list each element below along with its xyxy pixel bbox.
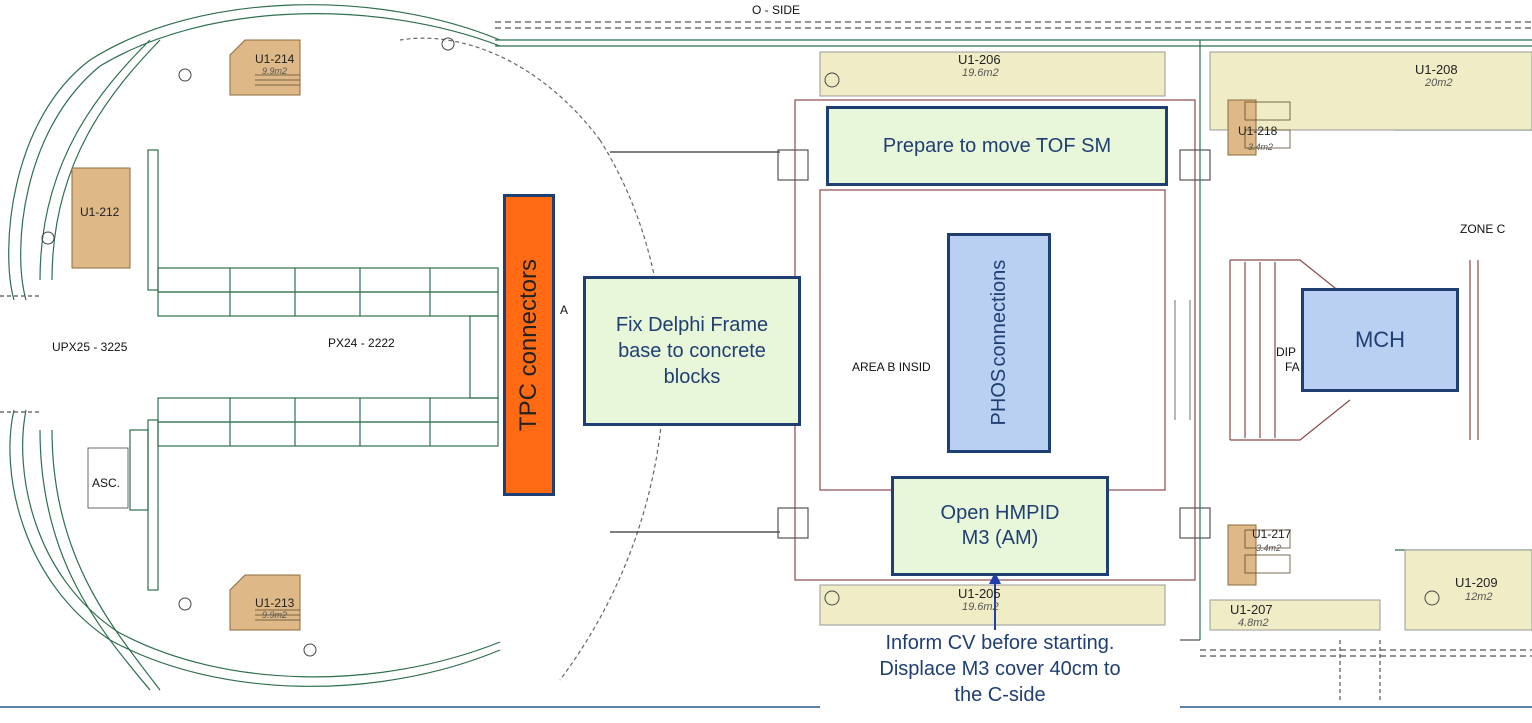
task-delphi-label: Fix Delphi Frame base to concrete blocks: [615, 314, 769, 388]
task-phos: PHOS connections: [947, 233, 1051, 453]
room-u1-217-area: 3.4m2: [1256, 543, 1282, 553]
room-u1-218-name: U1-218: [1238, 124, 1278, 138]
task-tpc: TPC connectors: [503, 194, 555, 496]
upx25-label: UPX25 - 3225: [52, 340, 128, 354]
room-u1-213-area: 9.9m2: [262, 610, 288, 620]
room-u1-209-area: 12m2: [1465, 591, 1493, 603]
room-u1-206-area: 19.6m2: [962, 67, 999, 79]
cv-note-line2: Displace M3 cover 40cm to: [879, 658, 1121, 680]
room-u1-214-area: 9.9m2: [262, 66, 288, 76]
room-u1-206-name: U1-206: [958, 52, 1001, 67]
room-u1-213-name: U1-213: [255, 596, 295, 610]
area-b-label: AREA B INSID: [852, 360, 931, 374]
task-hmpid-line2: M3 (AM): [961, 527, 1039, 549]
task-mch-label: MCH: [1354, 327, 1406, 353]
fa-label: FA: [1285, 360, 1300, 374]
room-u1-217-name: U1-217: [1252, 527, 1292, 541]
room-u1-218-area: 3.4m2: [1248, 142, 1274, 152]
task-phos-text: PHOS connections: [987, 260, 1012, 425]
dip-label: DIP: [1276, 345, 1297, 359]
room-u1-214-name: U1-214: [255, 52, 295, 66]
room-u1-205-area: 19.6m2: [962, 601, 999, 613]
task-hmpid: Open HMPID M3 (AM): [891, 476, 1109, 576]
room-u1-208-name: U1-208: [1415, 62, 1458, 77]
o-side-label: O - SIDE: [752, 3, 801, 17]
task-phos-line1: PHOS: [987, 369, 1010, 426]
asc-label: ASC.: [92, 476, 121, 490]
task-tof-label: Prepare to move TOF SM: [882, 134, 1112, 157]
cv-note-line1: Inform CV before starting.: [885, 632, 1115, 654]
area-a-label: A: [560, 303, 569, 317]
task-mch: MCH: [1301, 288, 1459, 392]
task-phos-line2: connections: [987, 260, 1010, 368]
zone-c-label: ZONE C: [1460, 222, 1506, 236]
room-u1-207-area: 4.8m2: [1238, 617, 1269, 629]
px24-label: PX24 - 2222: [328, 336, 395, 350]
task-tof: Prepare to move TOF SM: [826, 106, 1168, 186]
room-u1-208-area: 20m2: [1425, 77, 1453, 89]
task-delphi: Fix Delphi Frame base to concrete blocks: [583, 276, 801, 426]
cv-note-line3: the C-side: [954, 684, 1046, 706]
task-tpc-label: TPC connectors: [515, 258, 542, 432]
room-u1-209-name: U1-209: [1455, 575, 1498, 590]
room-u1-212-name: U1-212: [80, 205, 120, 219]
room-u1-207-name: U1-207: [1230, 602, 1273, 617]
room-u1-205-name: U1-205: [958, 586, 1001, 601]
task-hmpid-line1: Open HMPID: [940, 502, 1060, 524]
cv-note: Inform CV before starting. Displace M3 c…: [826, 630, 1174, 708]
